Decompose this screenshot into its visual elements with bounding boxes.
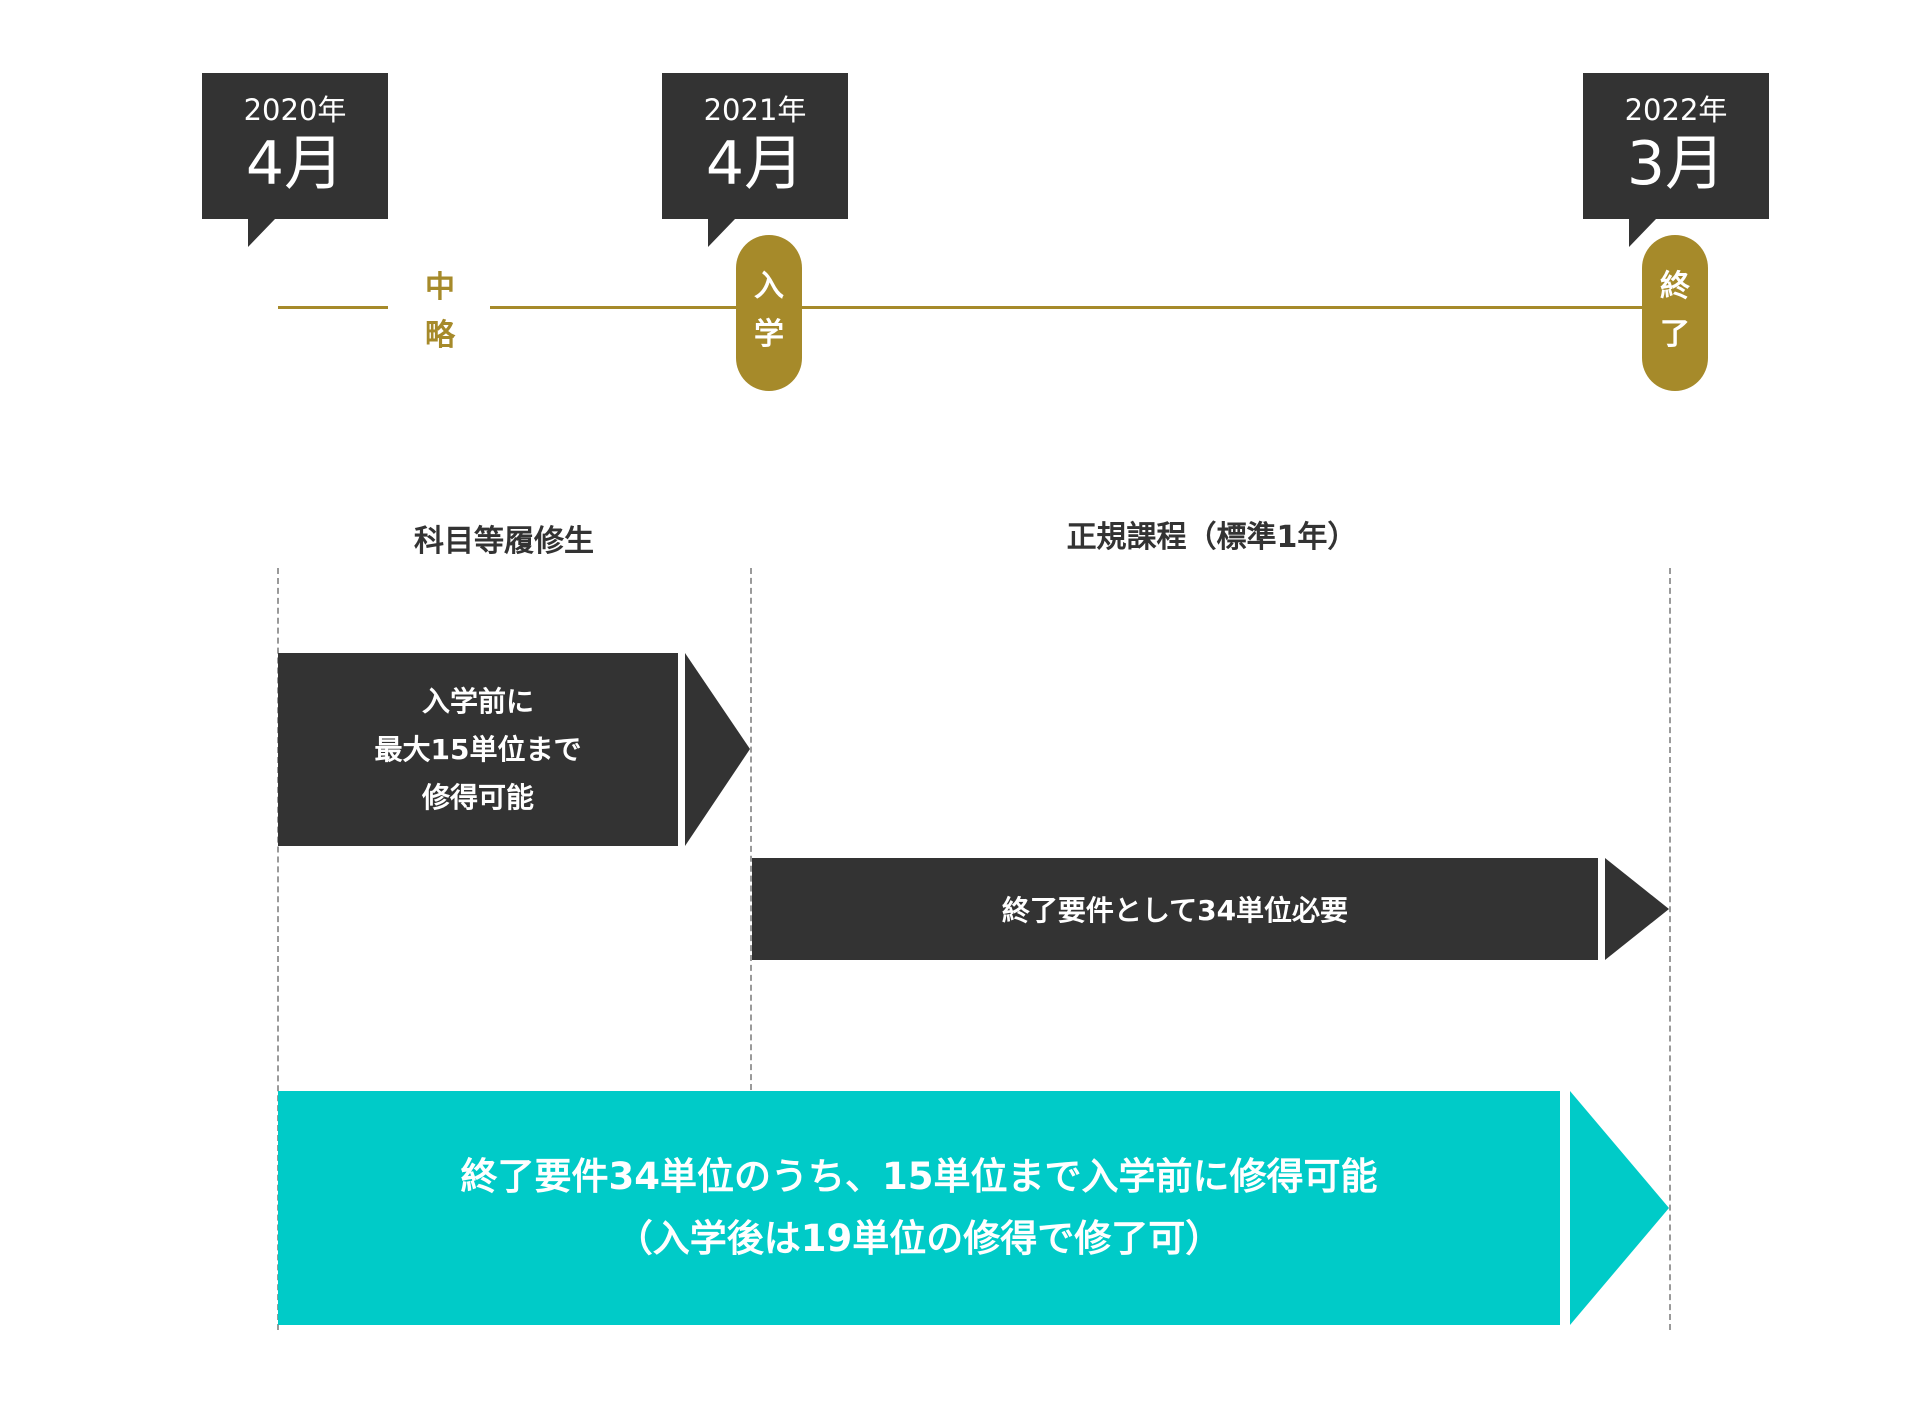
- milestone-char: 入: [754, 269, 784, 304]
- callout-pointer: [1629, 219, 1656, 247]
- callout-year: 2020年: [243, 93, 347, 127]
- milestone-completion: 終 了: [1642, 235, 1708, 391]
- milestone-char: 終: [1660, 269, 1690, 304]
- callout-month: 4月: [705, 129, 805, 199]
- date-callout-2021-04: 2021年 4月: [662, 73, 848, 247]
- date-callout-2020-04: 2020年 4月: [202, 73, 388, 247]
- timeline-line-segment-left: [278, 306, 388, 309]
- skip-label-char: 中: [425, 270, 455, 305]
- summary-text: 終了要件34単位のうち、15単位まで入学前に修得可能 （入学後は19単位の修得で…: [461, 1146, 1378, 1270]
- callout-month: 4月: [245, 129, 345, 199]
- pre-enrollment-line: 最大15単位まで: [374, 732, 582, 766]
- milestone-char: 了: [1660, 317, 1690, 352]
- pre-enrollment-bar: 入学前に 最大15単位まで 修得可能: [278, 653, 678, 846]
- section-label-pre-enrollment: 科目等履修生: [414, 524, 594, 559]
- summary-arrowhead: [1570, 1091, 1669, 1325]
- skip-label: 中 略: [410, 264, 470, 360]
- pre-enrollment-arrowhead: [685, 653, 750, 846]
- milestone-char: 学: [754, 317, 784, 352]
- callout-pointer: [248, 219, 275, 247]
- summary-bar: 終了要件34単位のうち、15単位まで入学前に修得可能 （入学後は19単位の修得で…: [278, 1091, 1560, 1325]
- callout-year: 2022年: [1624, 93, 1728, 127]
- date-callout-2022-03: 2022年 3月: [1583, 73, 1769, 247]
- callout-pointer: [708, 219, 735, 247]
- guide-line-end: [1669, 568, 1671, 1330]
- pre-enrollment-text: 入学前に 最大15単位まで 修得可能: [375, 678, 582, 822]
- milestone-enrollment: 入 学: [736, 235, 802, 391]
- section-label-regular-course: 正規課程（標準1年）: [1066, 520, 1358, 555]
- requirement-arrowhead: [1605, 858, 1669, 960]
- summary-line: （入学後は19単位の修得で修了可）: [615, 1217, 1223, 1260]
- guide-line-start: [277, 568, 279, 1330]
- timeline-line-segment-main: [490, 306, 1660, 309]
- requirement-bar: 終了要件として34単位必要: [752, 858, 1598, 960]
- requirement-text: 終了要件として34単位必要: [1001, 894, 1349, 927]
- callout-month: 3月: [1626, 129, 1726, 199]
- guide-line-enrollment: [750, 568, 752, 1090]
- callout-year: 2021年: [703, 93, 807, 127]
- pre-enrollment-line: 入学前に: [421, 684, 534, 718]
- summary-line: 終了要件34単位のうち、15単位まで入学前に修得可能: [460, 1155, 1378, 1198]
- skip-label-char: 略: [425, 318, 455, 353]
- pre-enrollment-line: 修得可能: [421, 780, 534, 814]
